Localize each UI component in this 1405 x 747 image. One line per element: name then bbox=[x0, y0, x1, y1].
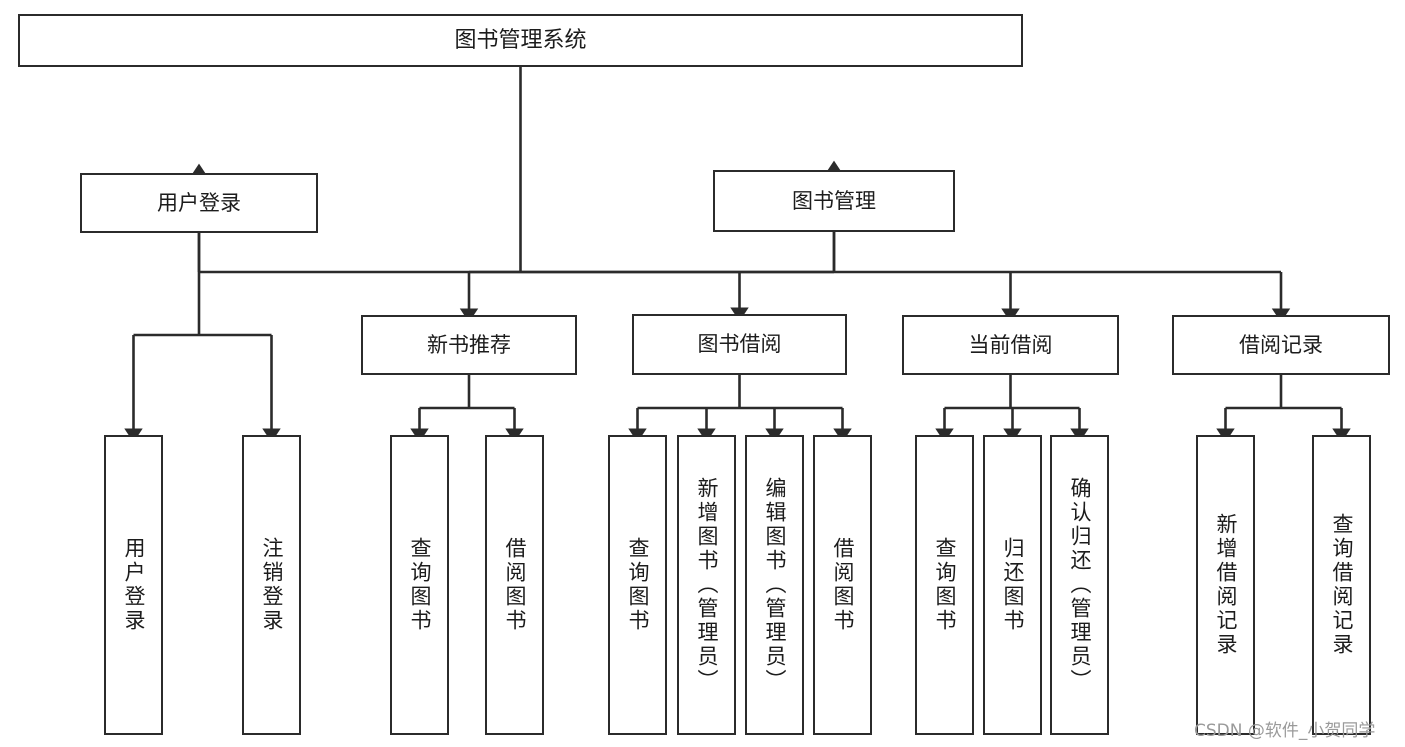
node-leaf-query-book-c[interactable]: 查询图书 bbox=[915, 435, 974, 735]
csdn-watermark: CSDN @软件_小贺同学 bbox=[1194, 721, 1376, 741]
node-leaf-user-login[interactable]: 用户登录 bbox=[104, 435, 163, 735]
node-new-book-recommend-label: 新书推荐 bbox=[427, 332, 511, 357]
node-user-login-label: 用户登录 bbox=[157, 190, 241, 215]
node-book-management[interactable]: 图书管理 bbox=[713, 170, 955, 232]
node-leaf-query-book-b[interactable]: 查询图书 bbox=[608, 435, 667, 735]
node-new-book-recommend[interactable]: 新书推荐 bbox=[361, 315, 577, 375]
node-leaf-add-record[interactable]: 新增借阅记录 bbox=[1196, 435, 1255, 735]
connector-lines bbox=[124, 67, 1351, 443]
node-leaf-query-record[interactable]: 查询借阅记录 bbox=[1312, 435, 1371, 735]
node-leaf-return-book[interactable]: 归还图书 bbox=[983, 435, 1042, 735]
node-leaf-query-book-c-label: 查询图书 bbox=[933, 537, 957, 633]
node-leaf-confirm-return-label: 确认归还（管理员） bbox=[1068, 477, 1092, 693]
node-current-borrow[interactable]: 当前借阅 bbox=[902, 315, 1119, 375]
node-leaf-query-record-label: 查询借阅记录 bbox=[1330, 513, 1354, 657]
node-leaf-query-book-a-label: 查询图书 bbox=[408, 537, 432, 633]
node-leaf-query-book-a[interactable]: 查询图书 bbox=[390, 435, 449, 735]
node-leaf-return-book-label: 归还图书 bbox=[1001, 537, 1025, 633]
node-leaf-logout-login-label: 注销登录 bbox=[260, 537, 284, 633]
node-leaf-borrow-book-a[interactable]: 借阅图书 bbox=[485, 435, 544, 735]
node-leaf-borrow-book-b[interactable]: 借阅图书 bbox=[813, 435, 872, 735]
node-leaf-edit-book-label: 编辑图书（管理员） bbox=[763, 477, 787, 693]
node-leaf-query-book-b-label: 查询图书 bbox=[626, 537, 650, 633]
node-borrow-records[interactable]: 借阅记录 bbox=[1172, 315, 1390, 375]
node-book-management-label: 图书管理 bbox=[792, 188, 876, 213]
node-leaf-add-book-label: 新增图书（管理员） bbox=[695, 477, 719, 693]
node-leaf-confirm-return[interactable]: 确认归还（管理员） bbox=[1050, 435, 1109, 735]
node-borrow-records-label: 借阅记录 bbox=[1239, 332, 1323, 357]
node-leaf-add-record-label: 新增借阅记录 bbox=[1214, 513, 1238, 657]
node-current-borrow-label: 当前借阅 bbox=[968, 332, 1053, 357]
node-leaf-add-book[interactable]: 新增图书（管理员） bbox=[677, 435, 736, 735]
node-root-label: 图书管理系统 bbox=[454, 27, 587, 53]
node-book-borrow[interactable]: 图书借阅 bbox=[632, 314, 847, 375]
node-leaf-borrow-book-b-label: 借阅图书 bbox=[831, 537, 855, 633]
node-user-login[interactable]: 用户登录 bbox=[80, 173, 318, 233]
node-root[interactable]: 图书管理系统 bbox=[18, 14, 1023, 67]
node-leaf-logout-login[interactable]: 注销登录 bbox=[242, 435, 301, 735]
node-book-borrow-label: 图书借阅 bbox=[697, 332, 782, 357]
node-leaf-edit-book[interactable]: 编辑图书（管理员） bbox=[745, 435, 804, 735]
node-leaf-user-login-label: 用户登录 bbox=[122, 537, 146, 633]
node-leaf-borrow-book-a-label: 借阅图书 bbox=[503, 537, 527, 633]
